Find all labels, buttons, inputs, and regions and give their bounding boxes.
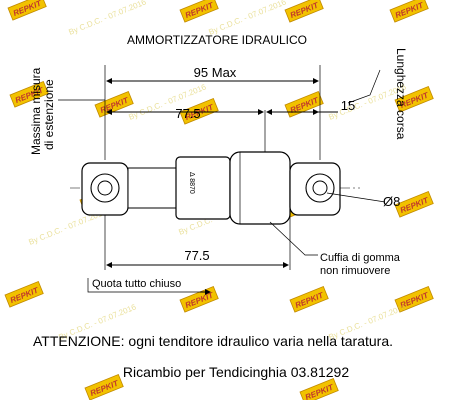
damper-body: Δ 8870 xyxy=(70,151,360,225)
watermark-logo xyxy=(394,190,434,218)
dim-top-value: 77.5 xyxy=(175,106,200,121)
cylinder xyxy=(175,156,231,220)
warning-note: ATTENZIONE: ogni tenditore idraulico var… xyxy=(33,333,393,349)
label-stroke-length: Lunghezza corsa xyxy=(394,48,408,140)
dim-diameter-value: Ø8 xyxy=(383,194,400,209)
watermark-logo xyxy=(289,285,329,313)
leader-boot xyxy=(269,221,318,256)
dim-stroke-value: 15 xyxy=(341,98,355,113)
label-boot-line1: Cuffia di gomma xyxy=(320,252,401,264)
left-bore xyxy=(97,180,113,196)
leader-closed xyxy=(87,278,200,293)
watermark-logo xyxy=(394,85,434,113)
dim-bottom-value: 77.5 xyxy=(184,248,209,263)
watermark-logo xyxy=(4,280,44,308)
spare-part-note: Ricambio per Tendicinghia 03.81292 xyxy=(123,364,349,380)
label-closed-length: Quota tutto chiuso xyxy=(92,278,181,290)
rubber-boot xyxy=(229,151,291,225)
leader-stroke xyxy=(347,69,381,104)
label-max-extension-line1: Massima misura xyxy=(29,67,43,155)
watermark-text: By C.D.C. - 07.07.2016 xyxy=(207,0,288,37)
watermark-logo xyxy=(389,0,429,23)
leader-diameter xyxy=(326,192,386,203)
right-bore xyxy=(312,180,328,196)
watermark-logo xyxy=(284,0,324,23)
watermark-logo xyxy=(9,80,49,108)
watermark-logo xyxy=(84,373,124,400)
dim-total-value: 95 Max xyxy=(194,65,237,80)
watermark-logo xyxy=(394,285,434,313)
body-marking: Δ 8870 xyxy=(188,172,195,194)
label-boot-line2: non rimuovere xyxy=(320,265,390,277)
cylinder-neck xyxy=(127,167,177,209)
watermark-text: By C.D.C. - 07.07.2016 xyxy=(67,0,148,37)
label-max-extension-line2: di estenzione xyxy=(42,79,56,150)
watermark-logo xyxy=(179,0,219,23)
watermark-logo xyxy=(7,0,47,21)
diagram-title: AMMORTIZZATORE IDRAULICO xyxy=(127,33,307,47)
watermark-logo xyxy=(299,377,339,400)
